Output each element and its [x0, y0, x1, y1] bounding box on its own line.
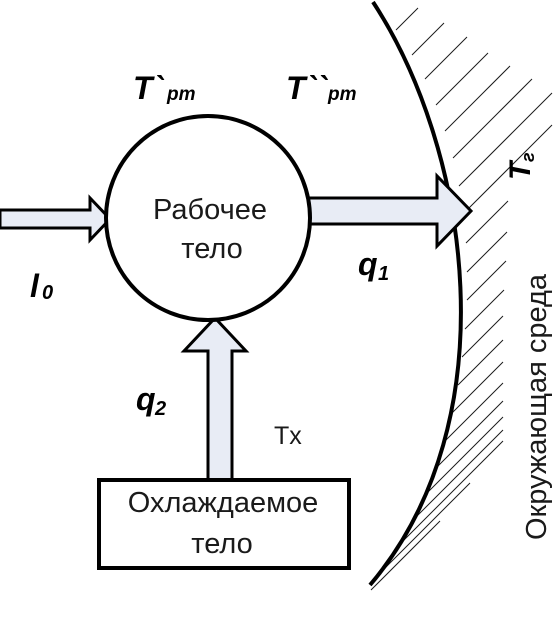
working-body-label-line1: Рабочее	[153, 194, 267, 226]
label-l0-sub: 0	[42, 282, 53, 304]
label-q2-main: q	[136, 381, 156, 417]
label-t-rt-prime: T` рт	[133, 70, 196, 106]
label-t-rt-prime-main: T`	[133, 70, 165, 106]
working-body-label-line2: тело	[181, 233, 243, 265]
label-q2-sub: 2	[154, 398, 166, 420]
label-q1-sub: 1	[378, 263, 389, 285]
cooled-body-box	[97, 478, 351, 570]
label-t-rt-prime-sub: рт	[166, 84, 196, 105]
label-t-rt-double-prime-sub: рт	[327, 84, 357, 105]
label-t-g-main: T	[504, 159, 537, 180]
environment-hatching	[370, 7, 553, 591]
label-t-g-sub: г	[518, 152, 538, 162]
label-l0-main: l	[30, 268, 40, 304]
cooled-body-label-line2: тело	[191, 528, 253, 560]
working-body-circle	[104, 114, 312, 322]
environment-label: Окружающая среда	[521, 273, 553, 540]
label-l0: l 0	[30, 268, 53, 304]
cooled-body-label-line1: Охлаждаемое	[128, 487, 319, 519]
label-t-rt-double-prime-main: T``	[286, 70, 328, 106]
heat-arrow-q2	[180, 315, 250, 482]
input-arrow-l0	[0, 194, 113, 244]
output-arrow-q1	[304, 172, 474, 250]
environment-boundary-curve	[368, 0, 463, 587]
label-q2: q 2	[136, 381, 166, 420]
label-t-g: T г	[504, 152, 538, 180]
label-t-rt-double-prime: T`` рт	[286, 70, 357, 106]
label-tx: Tх	[274, 422, 302, 450]
label-q1: q 1	[358, 246, 389, 285]
label-q1-main: q	[358, 246, 378, 282]
